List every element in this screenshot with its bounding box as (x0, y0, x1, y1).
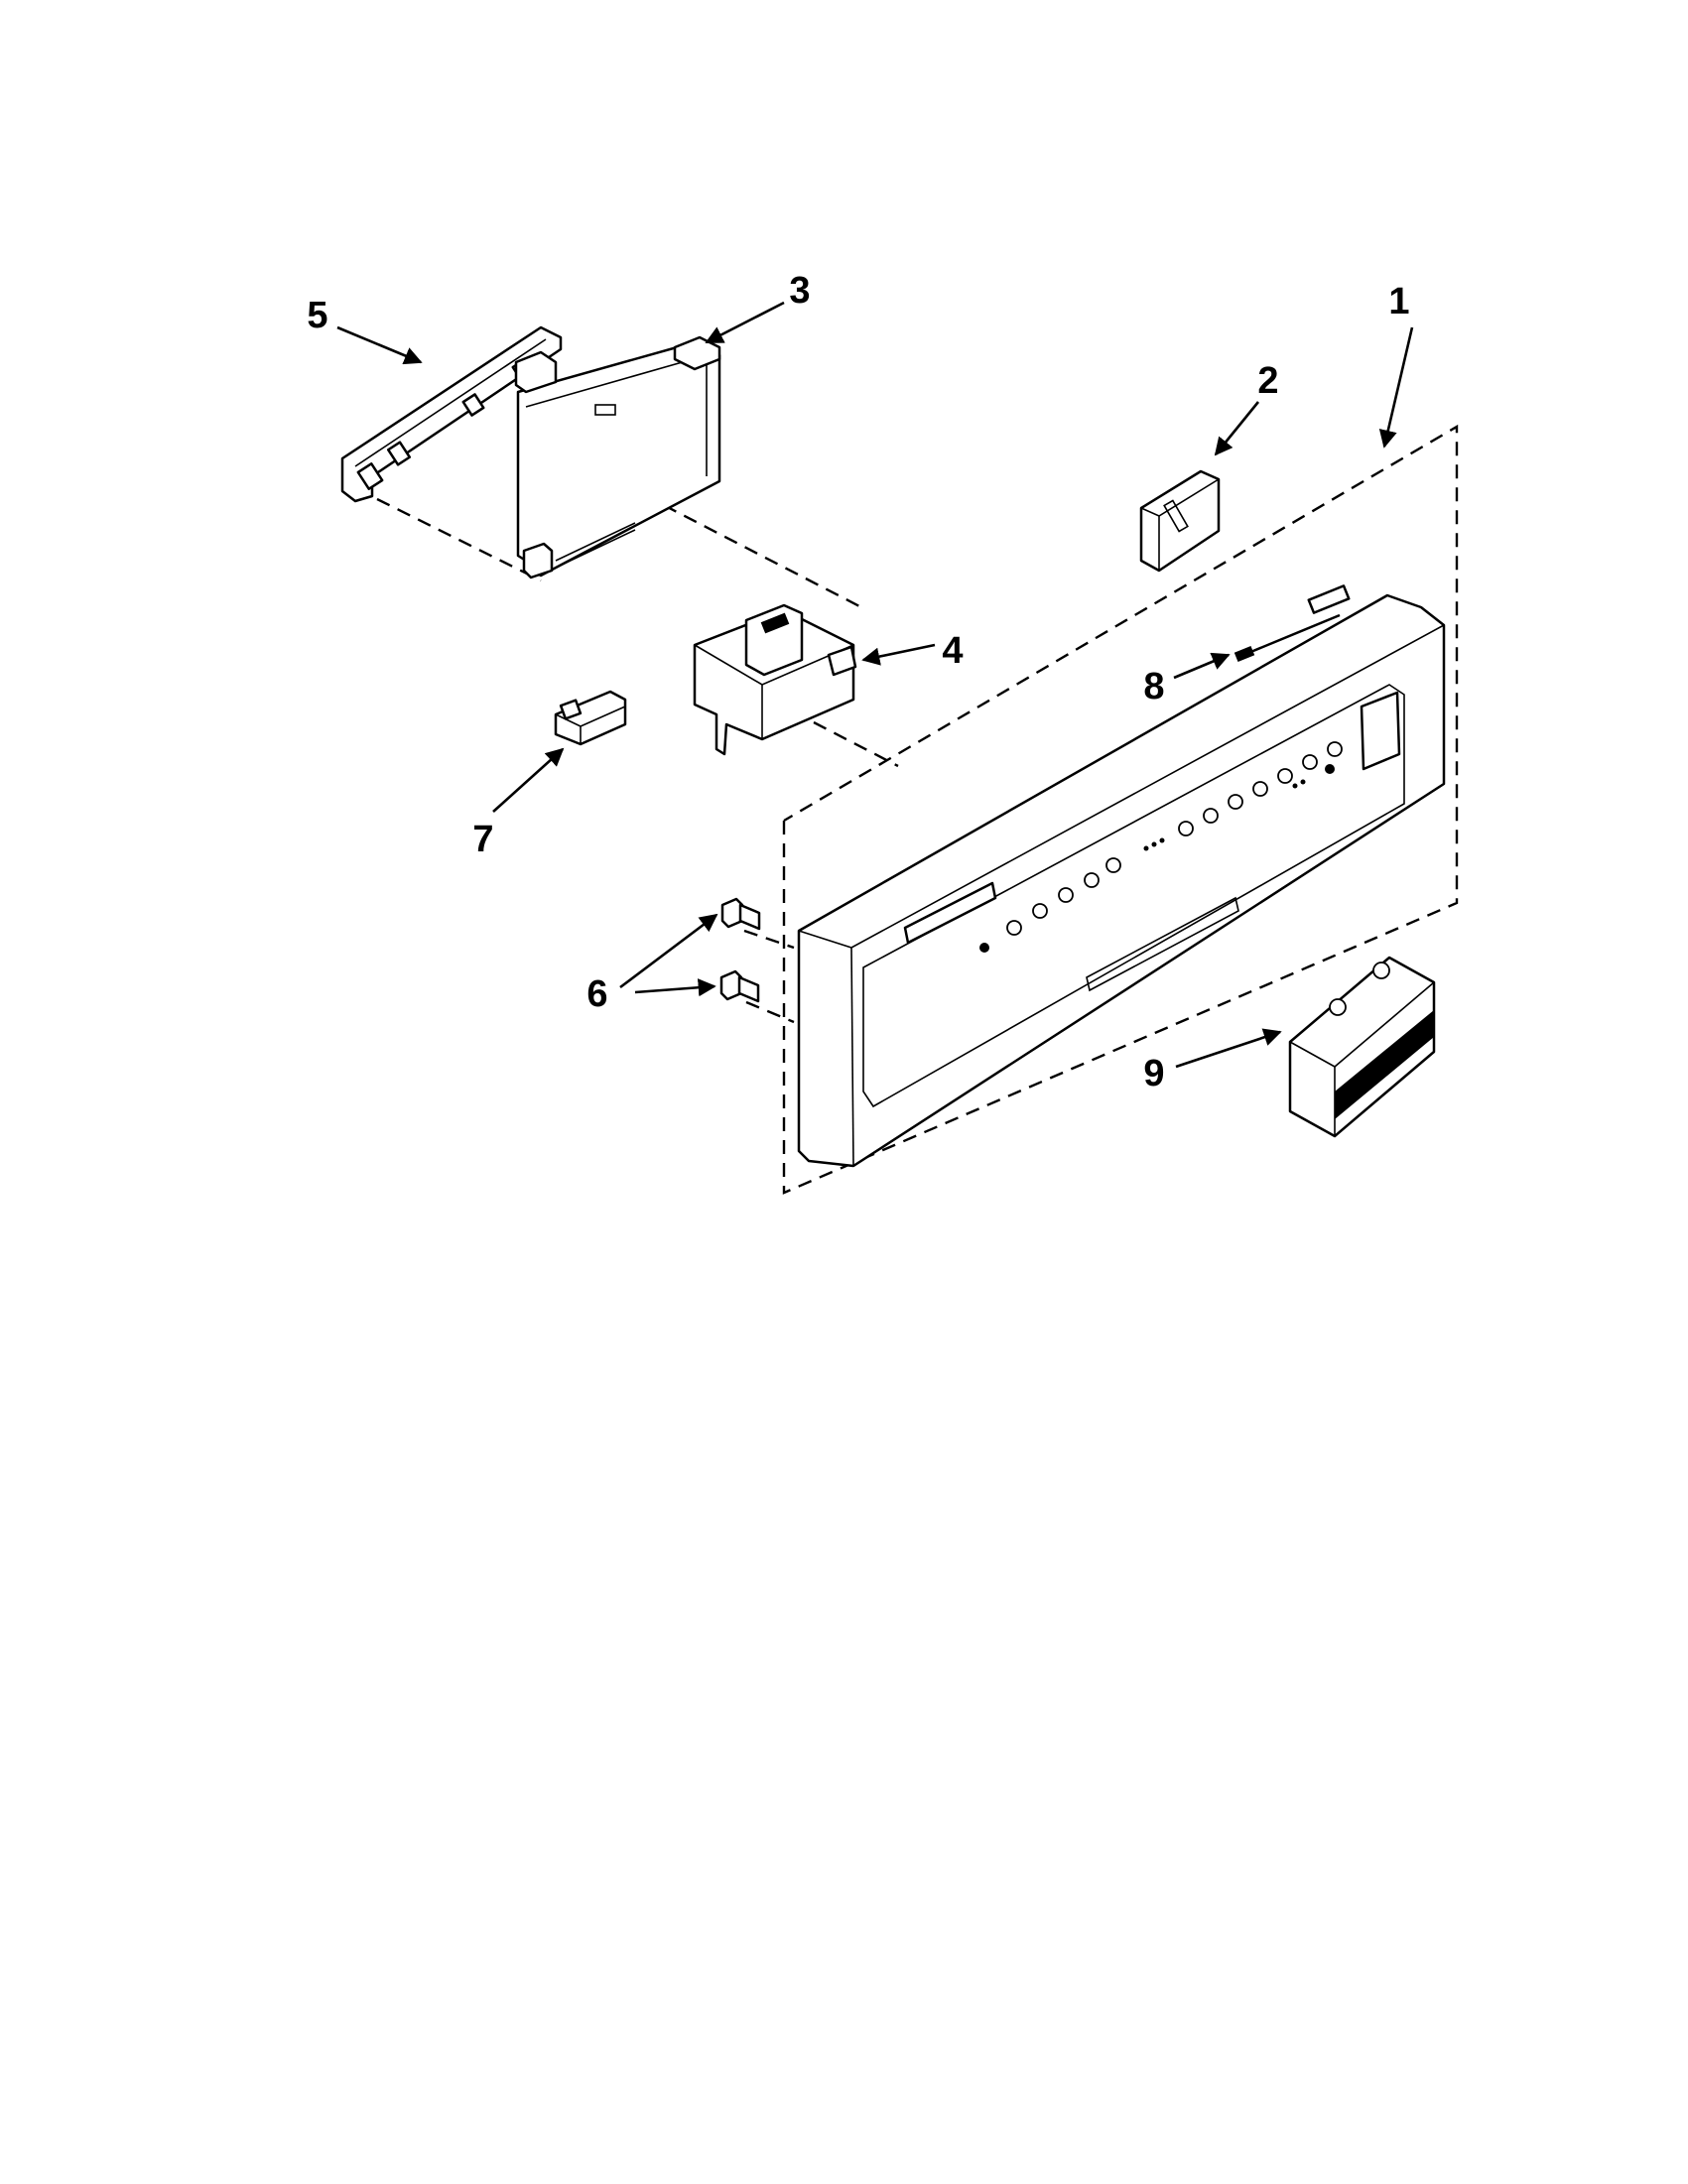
assembly-boundary (782, 424, 1459, 1195)
part-6-screws (719, 897, 761, 1003)
callout-9: 9 (1143, 1053, 1164, 1094)
callout-6: 6 (586, 973, 607, 1015)
part-8-wire-harness (1234, 584, 1351, 663)
callout-4: 4 (942, 630, 963, 672)
callout-8: 8 (1143, 666, 1164, 707)
part-1-console-panel (797, 593, 1446, 1168)
callout-2: 2 (1257, 360, 1278, 402)
callout-leaders (336, 301, 1414, 1069)
part-2-bracket (1139, 469, 1221, 573)
part-9-brush (1288, 956, 1436, 1138)
callout-labels: 1 2 3 4 5 6 7 8 9 (307, 270, 1409, 1094)
part-4-ui-housing (693, 603, 857, 756)
part-3-control-board (514, 335, 721, 579)
callout-3: 3 (789, 270, 810, 312)
callout-1: 1 (1388, 281, 1409, 322)
console-buttons (979, 741, 1343, 953)
callout-5: 5 (307, 295, 327, 336)
callout-7: 7 (472, 819, 493, 860)
assembly-connection-lines (376, 482, 899, 1024)
part-7-clip (554, 690, 627, 746)
